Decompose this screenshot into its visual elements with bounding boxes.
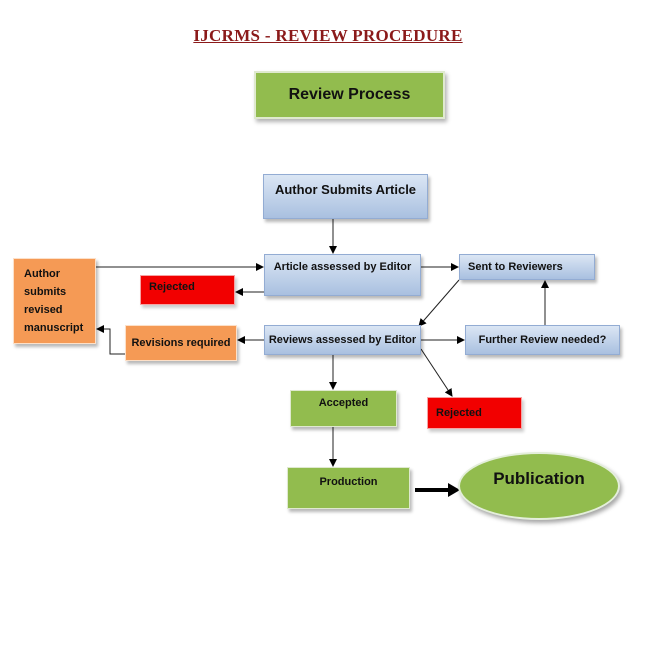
node-article-assessed-by-editor: Article assessed by Editor xyxy=(264,254,421,296)
node-rejected-first: Rejected xyxy=(140,275,235,305)
edge-sent-to-reviews xyxy=(418,279,460,327)
node-production: Production xyxy=(287,467,410,509)
node-rejected-second: Rejected xyxy=(427,397,522,429)
page-title: IJCRMS - REVIEW PROCEDURE xyxy=(193,26,463,45)
node-accepted: Accepted xyxy=(290,390,397,427)
node-author-submits-article: Author Submits Article xyxy=(263,174,428,219)
node-further-review-needed: Further Review needed? xyxy=(465,325,620,355)
node-revisions-required: Revisions required xyxy=(125,325,237,361)
review-process-header: Review Process xyxy=(254,71,445,119)
node-sent-to-reviewers: Sent to Reviewers xyxy=(459,254,595,280)
node-author-revised-manuscript: Author submits revised manuscript xyxy=(13,258,96,344)
node-publication: Publication xyxy=(458,452,620,520)
edge-revisions-to-author xyxy=(96,325,125,355)
node-reviews-assessed-by-editor: Reviews assessed by Editor xyxy=(264,325,421,355)
edge-reviews-to-rejected xyxy=(420,348,453,397)
